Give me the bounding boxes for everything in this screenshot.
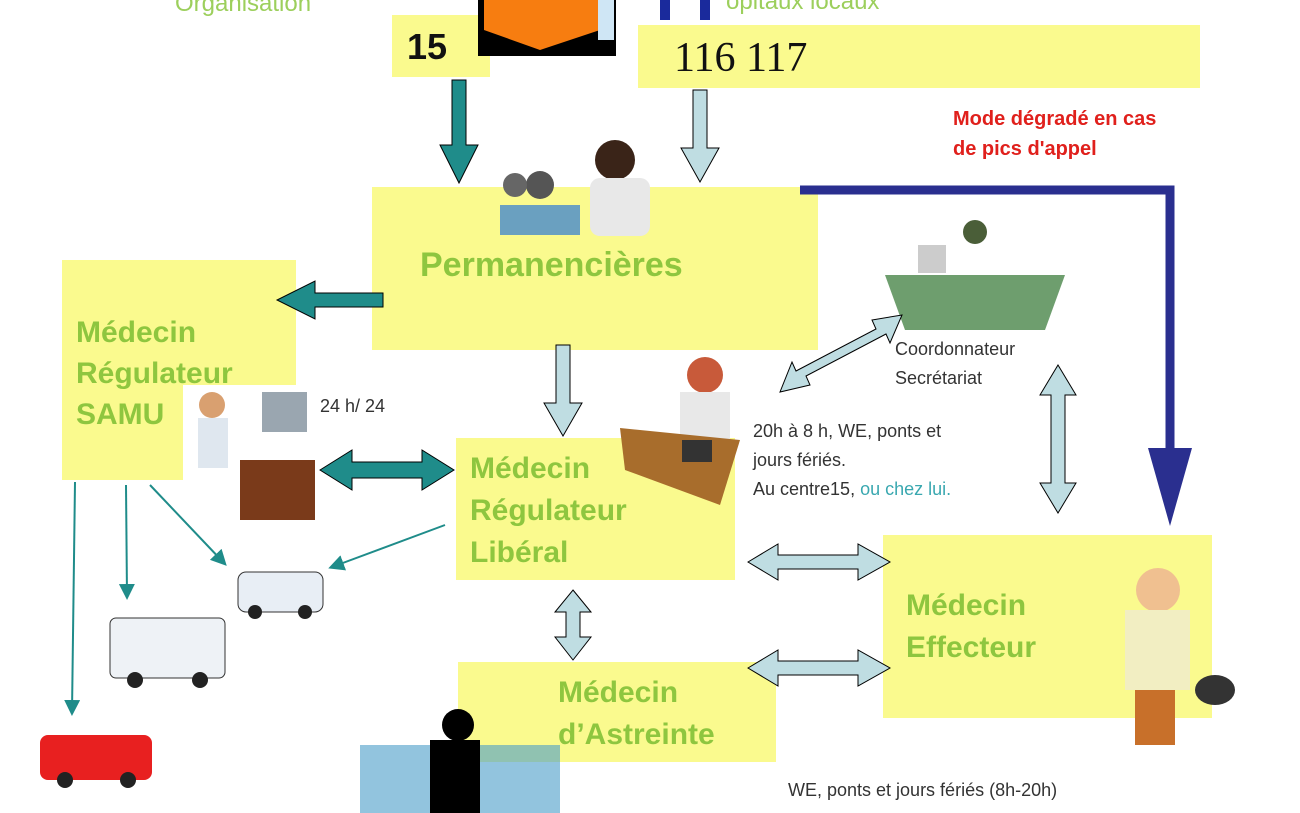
ambulance-image xyxy=(237,571,324,619)
arrow-15-to-permanencieres xyxy=(439,79,479,185)
phone-cube-image xyxy=(478,0,616,56)
smur-vehicle-image xyxy=(109,617,226,688)
arrow-permanencieres-to-liberal xyxy=(543,344,583,438)
number-116117: 116 117 xyxy=(674,35,808,81)
operators-image xyxy=(500,140,650,236)
liberal-hours-note: 20h à 8 h, WE, ponts et jours fériés. Au… xyxy=(753,417,951,504)
arrow-coordinator-effecteur xyxy=(1039,364,1077,514)
arrow-coordinator-liberal xyxy=(779,314,903,393)
line-samu-ambulance xyxy=(149,484,227,566)
degraded-mode-line2: de pics d'appel xyxy=(953,138,1097,160)
arrow-liberal-effecteur xyxy=(747,543,892,581)
degraded-mode-line1: Mode dégradé en cas xyxy=(953,108,1157,130)
samu-hours-note: 24 h/ 24 xyxy=(320,396,386,416)
arrow-permanencieres-to-samu xyxy=(275,280,384,320)
astreinte-label: Médecin d’Astreinte xyxy=(558,672,715,756)
arrow-116117-to-permanencieres xyxy=(680,89,720,184)
samu-line1: Médecin xyxy=(76,316,197,349)
liberal-label: Médecin Régulateur Libéral xyxy=(470,448,627,574)
liberal-line3: Libéral xyxy=(470,536,569,569)
effecteur-line1: Médecin xyxy=(906,589,1027,622)
samu-line3: SAMU xyxy=(76,398,165,431)
organisation-label: Organisation xyxy=(175,0,312,17)
liberal-place-home: ou chez lui. xyxy=(860,479,952,499)
liberal-hours-line2: jours fériés. xyxy=(753,450,847,470)
line-samu-fire-truck xyxy=(64,481,81,716)
astreinte-line1: Médecin xyxy=(558,676,679,709)
liberal-place: Au centre15, xyxy=(753,479,856,499)
samu-label: Médecin Régulateur SAMU xyxy=(76,312,233,435)
coordinator-line1: Coordonnateur xyxy=(895,339,1016,359)
liberal-line1: Médecin xyxy=(470,452,591,485)
permanencieres-label: Permanencières xyxy=(420,246,683,284)
doctor-computer-image xyxy=(183,385,318,520)
degraded-mode-label: Mode dégradé en cas de pics d'appel xyxy=(953,104,1156,164)
arrow-degraded-mode xyxy=(800,185,1175,450)
arrow-astreinte-effecteur xyxy=(747,649,892,687)
line-samu-smur xyxy=(118,484,135,600)
effecteur-label: Médecin Effecteur xyxy=(906,585,1036,669)
effecteur-line2: Effecteur xyxy=(906,631,1037,664)
box-116117 xyxy=(638,25,1200,88)
astreinte-line2: d’Astreinte xyxy=(558,718,715,751)
phone-operator-desk-image xyxy=(620,357,740,505)
fire-truck-image xyxy=(40,735,152,788)
hospitals-label: ôpitaux locaux xyxy=(726,0,880,15)
liberal-place-line: Au centre15, ou chez lui. xyxy=(753,475,951,504)
liberal-line2: Régulateur xyxy=(470,494,627,527)
astreinte-hours-note: WE, ponts et jours fériés (8h-20h) xyxy=(788,780,1058,800)
doctor-effecteur-image xyxy=(1125,568,1235,745)
coordinator-desk-image xyxy=(885,220,1065,330)
number-15: 15 xyxy=(407,26,448,67)
coordinator-label: Coordonnateur Secrétariat xyxy=(895,335,1015,393)
box-15 xyxy=(392,15,490,77)
arrow-liberal-astreinte xyxy=(553,589,593,661)
doctor-on-call-image xyxy=(360,709,560,813)
line-liberal-ambulance xyxy=(328,524,446,571)
coordinator-line2: Secrétariat xyxy=(895,368,983,388)
samu-line2: Régulateur xyxy=(76,357,233,390)
liberal-hours-line1: 20h à 8 h, WE, ponts et xyxy=(753,421,942,441)
arrow-samu-liberal xyxy=(319,449,455,491)
